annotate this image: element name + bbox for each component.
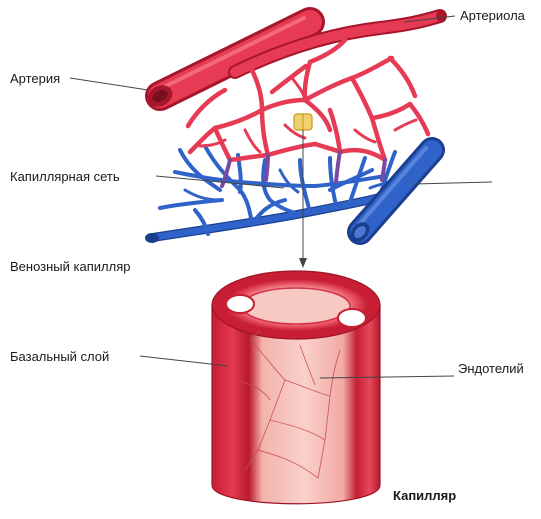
label-capillary-network: Капиллярная сеть bbox=[10, 170, 120, 183]
label-arteriole: Артериола bbox=[460, 9, 525, 22]
label-basal-layer: Базальный слой bbox=[10, 350, 109, 363]
label-endothelium: Эндотелий bbox=[458, 362, 524, 375]
label-artery: Артерия bbox=[10, 72, 60, 85]
label-venous-capillary: Венозный капилляр bbox=[10, 260, 130, 273]
venous-network bbox=[145, 146, 432, 246]
highlight-spot bbox=[294, 114, 312, 130]
arterial-network bbox=[144, 10, 446, 160]
label-capillary: Капилляр bbox=[393, 489, 456, 502]
capillary-tube bbox=[212, 271, 380, 504]
